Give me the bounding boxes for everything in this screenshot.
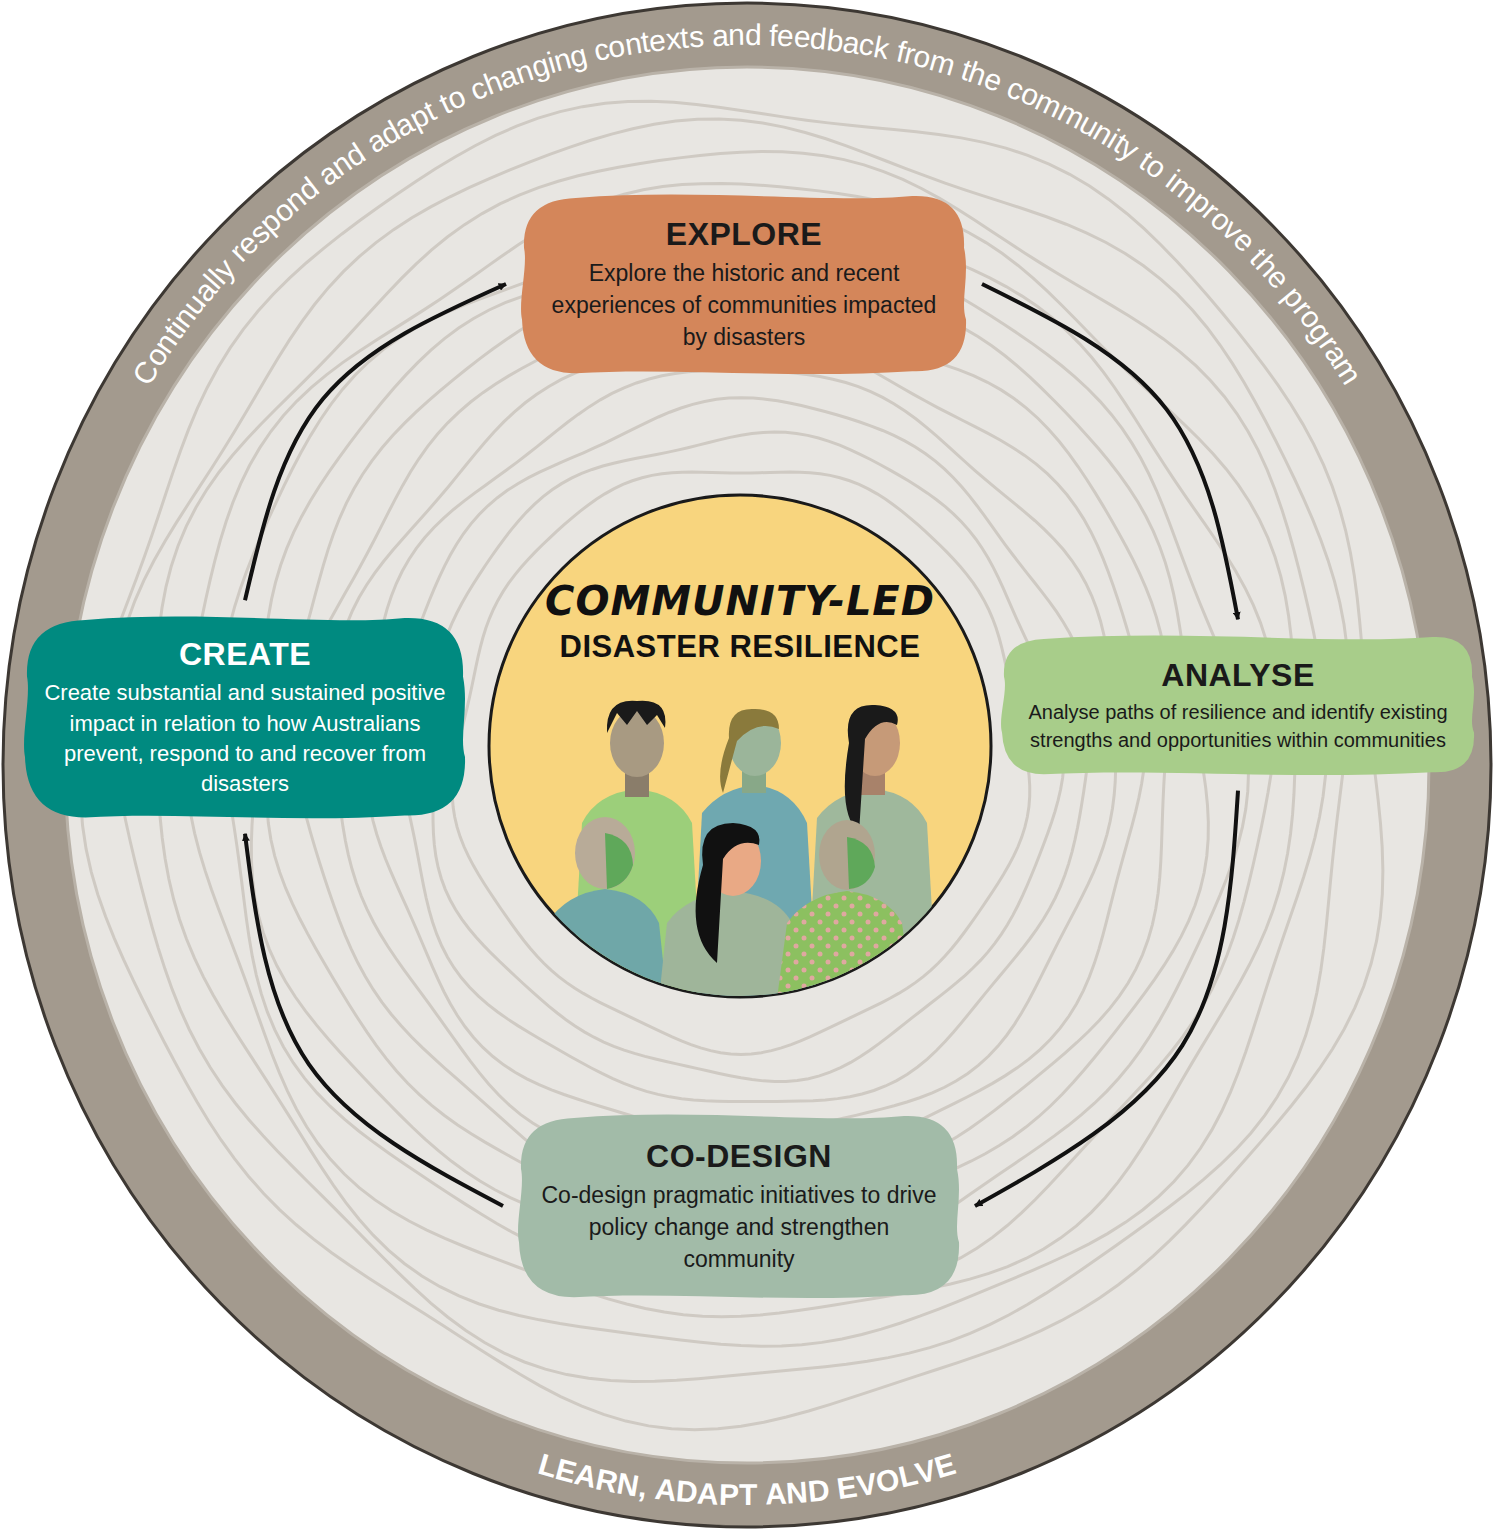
person-head: [575, 817, 635, 889]
person-body: [659, 891, 799, 999]
person-hair: [845, 705, 898, 833]
box-heading: ANALYSE: [1022, 655, 1454, 695]
blob-fill: [521, 195, 966, 374]
arc-letter: D: [675, 1477, 699, 1509]
arc-letter: a: [711, 20, 729, 51]
person-body: [537, 889, 667, 999]
arc-letter: e: [777, 21, 795, 52]
arc-letter: s: [687, 21, 704, 52]
cycle-arrow: [975, 791, 1238, 1206]
arc-letter: n: [728, 20, 745, 50]
person-face: [605, 833, 633, 889]
box-body: Analyse paths of resilience and identify…: [1022, 699, 1454, 754]
arc-letter: T: [739, 1480, 757, 1510]
process-box: CO-DESIGNCo-design pragmatic initiatives…: [519, 1114, 959, 1297]
person-hair: [696, 823, 760, 963]
box-body: Create substantial and sustained positiv…: [43, 678, 447, 799]
cycle-arrow: [245, 834, 503, 1206]
blob-fill: [1001, 636, 1474, 775]
person-hair: [720, 709, 779, 793]
center-subheading: DISASTER RESILIENCE: [487, 627, 993, 667]
blob-fill: [518, 1115, 959, 1298]
process-box: CREATECreate substantial and sustained p…: [25, 616, 465, 817]
blob-fill: [24, 617, 465, 819]
box-body: Explore the historic and recent experien…: [542, 258, 946, 353]
process-box: EXPLOREExplore the historic and recent e…: [522, 194, 966, 373]
cycle-arrow: [982, 284, 1238, 619]
growth-ring-line: [433, 432, 1064, 1082]
person-face: [847, 837, 875, 889]
person-head: [610, 709, 664, 777]
arc-letter: P: [718, 1480, 739, 1510]
person-hair: [607, 701, 666, 733]
box-heading: EXPLORE: [542, 214, 946, 254]
people-illustration: [487, 493, 993, 999]
process-box: ANALYSEAnalyse paths of resilience and i…: [1002, 635, 1474, 774]
arc-letter: d: [744, 20, 761, 50]
box-heading: CO-DESIGN: [541, 1136, 937, 1176]
arc-letter: [761, 20, 770, 50]
center-heading: COMMUNITY-LED: [487, 575, 993, 627]
people-group: [537, 701, 937, 999]
arc-letter: D: [806, 1475, 831, 1507]
cycle-arrow: [245, 284, 506, 600]
person-head: [819, 820, 875, 890]
center-circle: COMMUNITY-LEDDISASTER RESILIENCE: [487, 493, 993, 999]
outer-ring-band: [3, 3, 1491, 1527]
arc-letter: A: [697, 1478, 720, 1509]
box-heading: CREATE: [43, 634, 447, 674]
arc-letter: N: [785, 1477, 809, 1508]
box-body: Co-design pragmatic initiatives to drive…: [541, 1180, 937, 1275]
arc-letter: A: [653, 1474, 678, 1506]
growth-ring-line: [397, 398, 1090, 1102]
arc-letter: [757, 1480, 766, 1510]
person-body: [777, 891, 912, 999]
growth-ring-line: [452, 472, 1029, 1054]
arc-letter: A: [764, 1479, 787, 1510]
growth-ring-line: [366, 370, 1116, 1135]
